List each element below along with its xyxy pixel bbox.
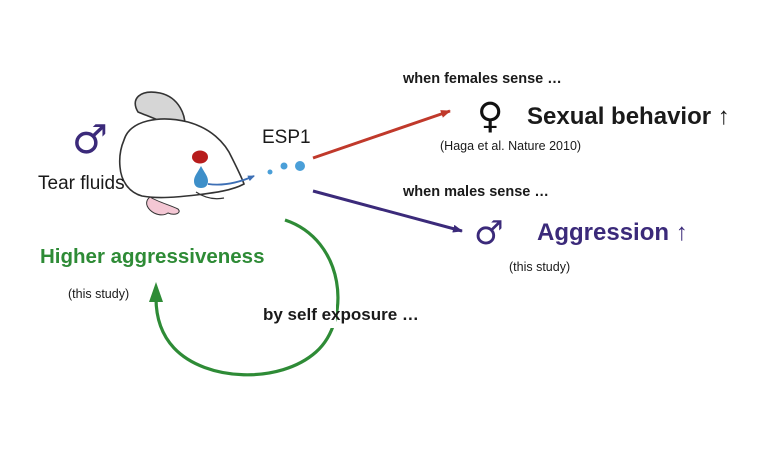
mouse-whisker-icon [195,191,225,200]
esp1-label: ESP1 [262,127,311,148]
loop-label-gap [324,300,336,328]
mouse-head-icon [118,118,245,199]
higher-aggressiveness-label: Higher aggressiveness [40,245,265,268]
aggression-citation: (this study) [509,260,571,274]
aggressiveness-citation: (this study) [68,287,130,301]
pheromone-droplet [295,161,305,171]
male-condition-label: when males sense … [403,184,549,200]
pheromone-droplet [267,169,273,175]
male-response-arrow [312,189,463,233]
lacrimal-gland-icon [192,150,208,164]
pheromone-droplet [280,162,288,170]
tear-flow-arrow [207,175,255,186]
female-condition-label: when females sense … [403,71,562,87]
mouse-paw-icon [146,196,180,216]
haga-citation: (Haga et al. Nature 2010) [440,139,582,153]
sexual-behavior-label: Sexual behavior ↑ [527,103,730,130]
aggression-label: Aggression ↑ [537,219,688,246]
self-exposure-label: by self exposure … [263,305,419,324]
female-symbol-icon: ♀ [477,96,504,137]
female-response-arrow [312,109,451,160]
male-symbol-icon: ♂ [474,213,504,252]
tear-drop-icon [194,166,208,188]
self-exposure-loop-arrowhead [149,282,163,302]
tear-fluids-label: Tear fluids [38,173,125,194]
self-exposure-loop-arrow [154,218,340,377]
male-symbol-icon: ♂ [72,117,108,163]
